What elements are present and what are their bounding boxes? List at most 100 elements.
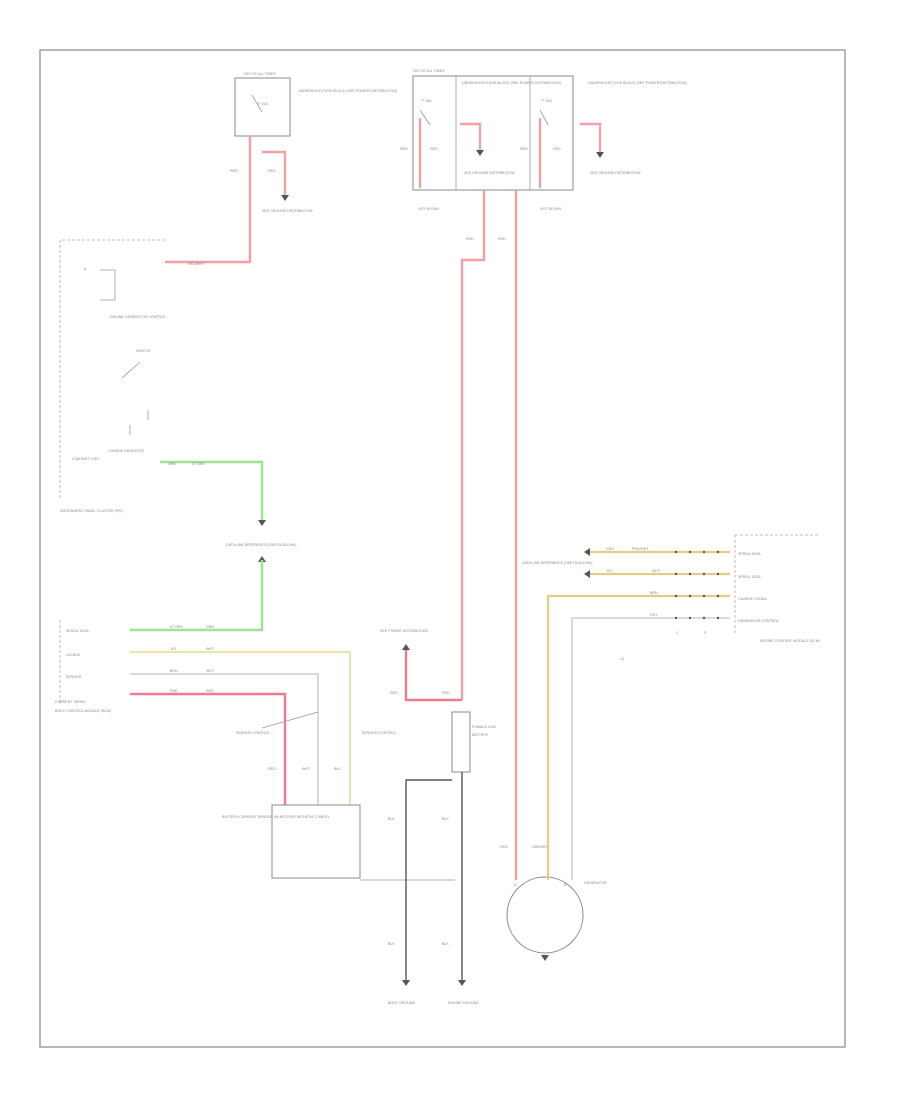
- wire-brn-1-label: BRN: [170, 669, 178, 673]
- wire-ign-branch: [262, 150, 287, 195]
- connector-arrow-2: [258, 556, 266, 562]
- wire-feed-1-label: RED: [390, 691, 398, 695]
- svg-text:SERIAL DATA: SERIAL DATA: [66, 629, 89, 633]
- svg-text:GENERATOR: GENERATOR: [584, 881, 607, 885]
- svg-text:ENGINE GENERATOR CONTROL: ENGINE GENERATOR CONTROL: [110, 315, 166, 319]
- fuse-block-top-left: HOT AT ALL TIMES F 10A UNDERHOOD FUSE BL…: [234, 72, 397, 137]
- wire-fuse-2-label: RED: [430, 147, 438, 151]
- connector-arrow-1: [258, 520, 266, 526]
- wire-yel-1-label: YEL: [170, 647, 177, 651]
- hot-left-caption: HOT IN RUN: [418, 207, 439, 211]
- svg-text:SERIAL DATA: SERIAL DATA: [738, 552, 761, 556]
- wire-fuse-4-label: RED: [553, 147, 561, 151]
- svg-text:UNDERHOOD FUSE BLOCK (SEE POWE: UNDERHOOD FUSE BLOCK (SEE POWER DISTRIBU…: [298, 89, 397, 93]
- body-control-module: SERIAL DATA LIN BUS SENSOR CURRENT SENSE…: [55, 620, 111, 713]
- wire-pnk-2-label: RED: [206, 689, 214, 693]
- wire-ign-lower-label: RED: [268, 169, 276, 173]
- wire-fuse-3-label: RED: [520, 147, 528, 151]
- fuse-block-top-center: HOT AT ALL TIMES F 15A UNDERHOOD FUSE BL…: [412, 69, 687, 191]
- wire-pnk: [130, 692, 287, 805]
- wire-ign-upper: [165, 136, 252, 264]
- wire-fuse-1-label: RED: [400, 147, 408, 151]
- svg-text:A: A: [84, 267, 87, 271]
- wire-feed-left: [404, 650, 462, 702]
- wire-sensor-2-label: WHT: [302, 767, 311, 771]
- ground-g2-label: ENGINE GROUND: [448, 1001, 479, 1005]
- wire-blk-3-label: BLK: [388, 942, 395, 946]
- wire-blk-2-label: BLK: [442, 817, 449, 821]
- svg-text:GENERATOR CONTROL: GENERATOR CONTROL: [738, 619, 779, 623]
- wire-serial-mid-2-label: GRN: [206, 625, 214, 629]
- ground-dist-label-2: SEE GROUND DISTRIBUTION: [464, 171, 515, 175]
- ground-dist-label-3: SEE GROUND DISTRIBUTION: [590, 171, 641, 175]
- diagram-frame: [39, 49, 846, 1048]
- wire-feed-center-2-label: RED: [498, 237, 506, 241]
- power-dist-label: SEE POWER DISTRIBUTION: [380, 629, 429, 633]
- wire-blk-1-label: BLK: [388, 817, 395, 821]
- svg-text:LIN BUS: LIN BUS: [66, 653, 81, 657]
- data-link-ref-2: DATA LINK REFERENCE (SEE DATA LINK): [522, 561, 592, 565]
- wire-r-ser2-b-label: WHT: [652, 569, 661, 573]
- wire-sensor-1-label: RED: [268, 767, 276, 771]
- ground-arrow-3: [596, 152, 604, 158]
- wire-blk-left: [405, 779, 452, 980]
- generator: GENERATOR A B: [506, 876, 607, 961]
- wire-feed-center-1-label: RED: [466, 237, 474, 241]
- wire-ign-main-label: RED/WHT: [188, 262, 206, 266]
- svg-text:UNDERHOOD FUSE BLOCK (SEE POWE: UNDERHOOD FUSE BLOCK (SEE POWER DISTRIBU…: [462, 81, 561, 85]
- sensor-switch-line: [261, 711, 319, 729]
- ground-g1-label: BODY GROUND: [388, 1001, 415, 1005]
- battery-current-sensor: BATTERY CURRENT SENSOR (IN BATTERY NEGAT…: [222, 804, 455, 881]
- wire-fuse-right-branch: [580, 122, 602, 152]
- ground-g1-arrow: [402, 980, 410, 986]
- wire-fuse-center-branch: [460, 122, 482, 150]
- engine-control-module: SERIAL DATA SERIAL DATA CHARGE SIGNAL GE…: [620, 534, 820, 661]
- wire-yel: [130, 651, 351, 805]
- svg-text:F 10A: F 10A: [258, 102, 268, 106]
- ecm-pin-d-label: D: [704, 631, 707, 635]
- svg-text:ENGINE CONTROL MODULE (ECM): ENGINE CONTROL MODULE (ECM): [760, 639, 820, 643]
- wire-brn-2-label: WHT: [206, 669, 215, 673]
- svg-text:HOT AT ALL TIMES: HOT AT ALL TIMES: [413, 69, 445, 73]
- data-link-ref-1: DATA LINK REFERENCE (SEE DATA LINK): [226, 543, 296, 547]
- wire-feed-2-label: RED: [442, 691, 450, 695]
- svg-text:HOT AT ALL TIMES: HOT AT ALL TIMES: [244, 72, 276, 76]
- svg-text:UNDERHOOD FUSE BLOCK (SEE POWE: UNDERHOOD FUSE BLOCK (SEE POWER DISTRIBU…: [588, 81, 687, 85]
- wire-r-gen: [571, 617, 730, 880]
- hot-right-caption: HOT IN RUN: [540, 207, 561, 211]
- wire-r-charge: [546, 594, 730, 880]
- connector-arrow-4: [584, 548, 590, 556]
- wire-gen-red-label: RED: [500, 845, 508, 849]
- sensor-ctrl-left: SENSOR CONTROL: [236, 731, 270, 735]
- svg-text:SERIAL DATA: SERIAL DATA: [738, 575, 761, 579]
- wire-blk-4-label: BLK: [442, 942, 449, 946]
- wire-ign-upper-label: RED: [230, 169, 238, 173]
- svg-text:SENSOR: SENSOR: [66, 675, 82, 679]
- svg-text:FUSIBLE LINK: FUSIBLE LINK: [472, 725, 497, 729]
- svg-text:F 10A: F 10A: [542, 99, 552, 103]
- ground-g2-arrow: [458, 980, 466, 986]
- ecm-pin-c-label: C: [676, 631, 679, 635]
- wire-feed-center-left: [460, 190, 486, 700]
- svg-text:BATTERY CURRENT SENSOR (IN BAT: BATTERY CURRENT SENSOR (IN BATTERY NEGAT…: [222, 815, 329, 819]
- wire-serial-ipc: [160, 460, 264, 520]
- wire-serial-bcm: [130, 560, 264, 632]
- svg-text:CHARGE INDICATOR: CHARGE INDICATOR: [108, 449, 144, 453]
- svg-text:CHARGE SIGNAL: CHARGE SIGNAL: [738, 597, 768, 601]
- svg-text:LOW BATT CHG: LOW BATT CHG: [72, 457, 99, 461]
- wire-r-ser2-a-label: YEL: [606, 569, 613, 573]
- wire-r-ser1-a-label: GRN: [606, 547, 614, 551]
- instrument-panel-cluster: A ENGINE GENERATOR CONTROL SWITCH CHARGE…: [59, 239, 166, 513]
- wire-serial-left-2-label: GRN: [168, 462, 176, 466]
- ecm-pin-dots: [674, 550, 720, 620]
- wire-serial-left-label: LT GRN: [192, 462, 205, 466]
- fusible-link: FUSIBLE LINK BATTERY: [451, 711, 497, 773]
- wire-gen-grn-label: GRN/WHT: [532, 845, 550, 849]
- wire-r-ser1-b-label: PNK/WHT: [632, 547, 649, 551]
- wire-r-gen-label: GRY: [650, 613, 658, 617]
- ground-arrow-1: [281, 195, 289, 201]
- svg-text:B: B: [564, 883, 567, 887]
- wire-pnk-1-label: PNK: [170, 689, 178, 693]
- wire-r-chg-label: BRN: [650, 591, 658, 595]
